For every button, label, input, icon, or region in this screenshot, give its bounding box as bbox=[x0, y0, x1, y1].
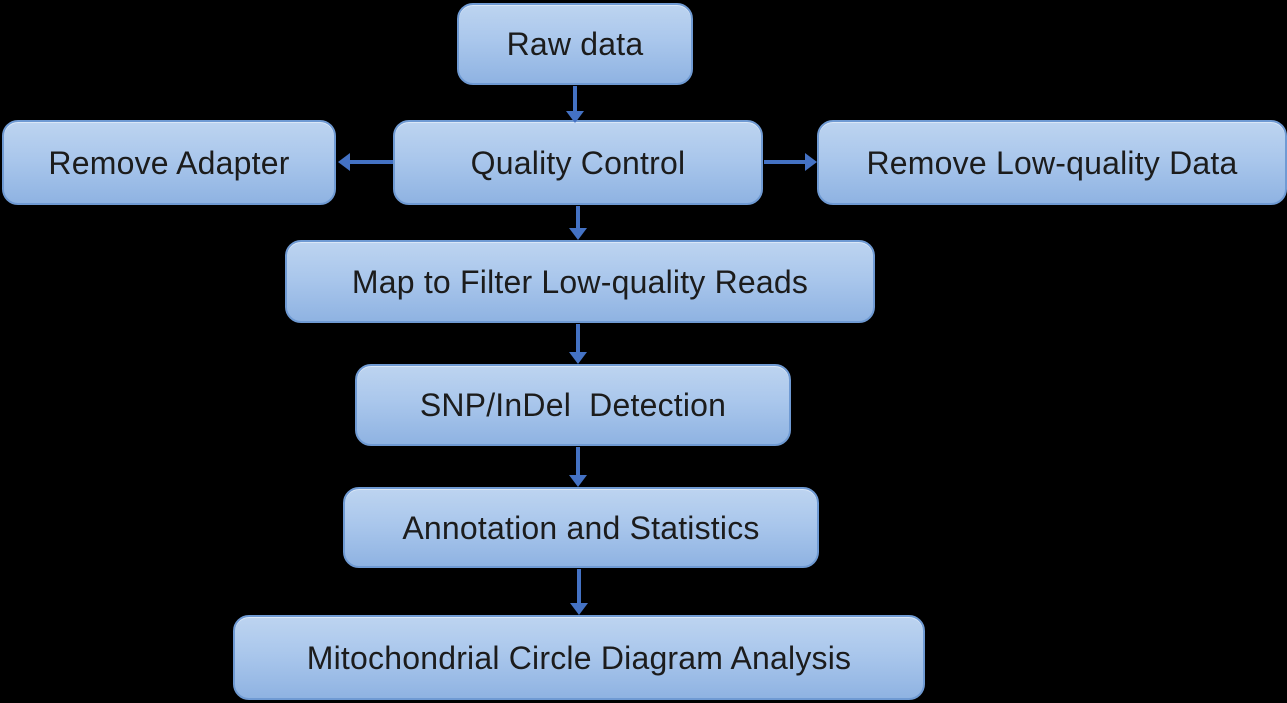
arrow-stem bbox=[577, 569, 581, 604]
node-snp-indel-detection: SNP/InDel Detection bbox=[355, 364, 791, 446]
node-remove-adapter-label: Remove Adapter bbox=[48, 144, 290, 181]
node-remove-low-quality-data: Remove Low-quality Data bbox=[817, 120, 1287, 205]
node-map-to-filter: Map to Filter Low-quality Reads bbox=[285, 240, 875, 323]
node-mitochondrial-analysis: Mitochondrial Circle Diagram Analysis bbox=[233, 615, 925, 700]
node-snp-indel-detection-label: SNP/InDel Detection bbox=[419, 387, 727, 423]
arrowhead-down-icon bbox=[569, 475, 587, 487]
arrowhead-down-icon bbox=[570, 603, 588, 615]
node-annotation-statistics-label: Annotation and Statistics bbox=[402, 509, 760, 546]
arrowhead-down-icon bbox=[569, 352, 587, 364]
arrow-stem bbox=[349, 160, 393, 164]
node-remove-low-quality-data-label: Remove Low-quality Data bbox=[866, 144, 1238, 181]
arrow-stem bbox=[573, 86, 577, 112]
arrow-stem bbox=[764, 160, 806, 164]
node-map-to-filter-label: Map to Filter Low-quality Reads bbox=[351, 263, 809, 300]
node-annotation-statistics: Annotation and Statistics bbox=[343, 487, 819, 568]
node-mitochondrial-analysis-label: Mitochondrial Circle Diagram Analysis bbox=[306, 639, 852, 676]
arrowhead-down-icon bbox=[566, 111, 584, 123]
node-quality-control: Quality Control bbox=[393, 120, 763, 205]
arrow-stem bbox=[576, 447, 580, 476]
arrowhead-right-icon bbox=[805, 153, 817, 171]
arrowhead-left-icon bbox=[338, 153, 350, 171]
arrowhead-down-icon bbox=[569, 228, 587, 240]
node-remove-adapter: Remove Adapter bbox=[2, 120, 336, 205]
node-raw-data-label: Raw data bbox=[506, 26, 644, 62]
arrow-stem bbox=[576, 206, 580, 229]
node-quality-control-label: Quality Control bbox=[470, 144, 686, 181]
node-raw-data: Raw data bbox=[457, 3, 693, 85]
arrow-stem bbox=[576, 324, 580, 353]
